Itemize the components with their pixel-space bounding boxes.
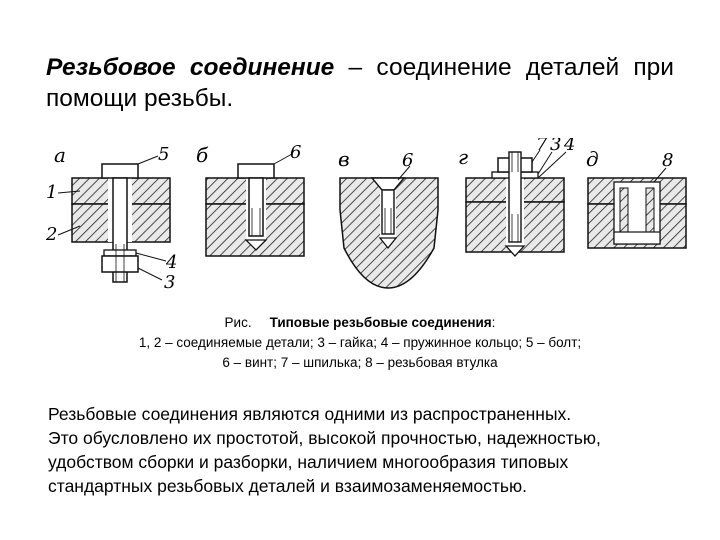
panel-c-letter: в: [338, 147, 350, 171]
caption-title: Типовые резьбовые соединения: [269, 315, 492, 330]
panel-d-letter: г: [458, 145, 468, 169]
label-1: 1: [46, 182, 57, 203]
label-7: 7: [536, 138, 548, 155]
body-line-2: Это обусловлено их простотой, высокой пр…: [48, 428, 601, 448]
heading: Резьбовое соединение – соединение детале…: [46, 52, 674, 114]
panel-e-letter: д: [586, 147, 599, 171]
panel-c-countersunk-screw: в 6: [338, 147, 439, 289]
panel-a-letter: а: [54, 143, 66, 167]
figure-caption: Рис. Типовые резьбовые соединения: 1, 2 –…: [40, 313, 680, 373]
caption-prefix: Рис.: [224, 315, 252, 330]
heading-rest: соединение деталей при помощи резьбы.: [46, 54, 674, 112]
label-8: 8: [662, 150, 673, 171]
caption-line-2: 1, 2 – соединяемые детали; 3 – гайка; 4 …: [138, 335, 582, 350]
label-5: 5: [158, 144, 169, 165]
heading-term: Резьбовое соединение: [46, 54, 335, 81]
body-line-1: Резьбовые соединения являются одними из …: [48, 404, 572, 424]
panel-a-bolt-joint: а 5 1 2 4 3: [45, 143, 177, 293]
body-line-4: стандартных резьбовых деталей и взаимоза…: [48, 476, 527, 496]
panel-b-letter: б: [196, 143, 209, 167]
label-3: 3: [164, 272, 175, 293]
body-line-3: удобством сборки и разборки, наличием мн…: [48, 452, 569, 472]
caption-line-3: 6 – винт; 7 – шпилька; 8 – резьбовая вту…: [222, 355, 498, 370]
panel-d-stud-joint: г 7 3 4: [458, 138, 575, 257]
panel-e-threaded-bushing: д 8: [586, 147, 687, 249]
label-6-b: 6: [290, 142, 301, 163]
label-2: 2: [45, 224, 57, 245]
caption-colon: :: [491, 315, 496, 330]
caption-line-1: Рис. Типовые резьбовые соединения:: [40, 313, 680, 333]
body-paragraph: Резьбовые соединения являются одними из …: [48, 402, 688, 498]
label-4: 4: [165, 252, 177, 273]
panel-b-screw-joint: б 6: [196, 142, 305, 257]
label-6-c: 6: [402, 150, 413, 171]
label-3-d: 3: [550, 138, 561, 155]
heading-dash: –: [334, 54, 377, 81]
label-4-d: 4: [563, 138, 575, 155]
threaded-joints-figure: а 5 1 2 4 3 б 6 в 6: [45, 138, 687, 293]
